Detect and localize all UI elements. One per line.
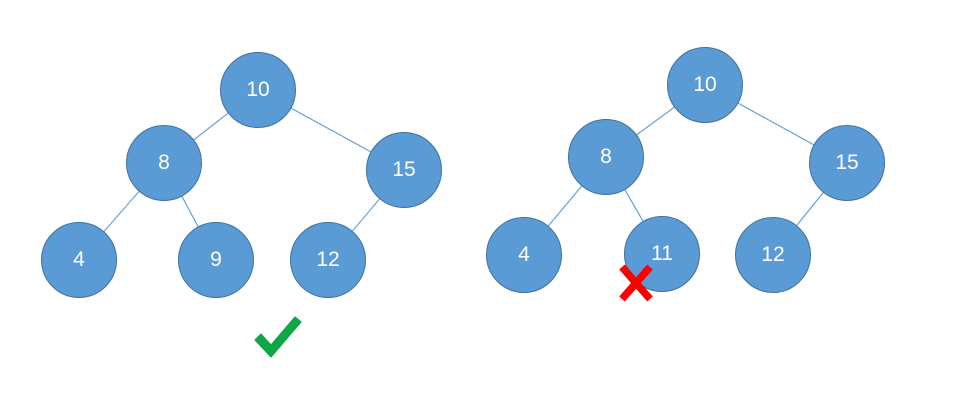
check-icon (254, 316, 302, 358)
tree-node-label: 9 (210, 247, 222, 271)
tree-node-8[interactable]: 8 (568, 119, 644, 195)
tree-node-label: 15 (392, 157, 416, 181)
tree-node-label: 4 (73, 247, 85, 271)
tree-node-15[interactable]: 15 (809, 125, 885, 201)
tree-node-label: 8 (158, 150, 170, 174)
tree-node-10[interactable]: 10 (220, 52, 296, 128)
tree-node-4[interactable]: 4 (41, 222, 117, 298)
tree-node-label: 10 (246, 77, 270, 101)
tree-node-label: 8 (600, 144, 612, 168)
cross-icon (619, 264, 653, 302)
tree-node-12[interactable]: 12 (735, 217, 811, 293)
tree-node-label: 11 (651, 241, 673, 265)
tree-node-label: 4 (518, 242, 530, 266)
tree-node-label: 10 (693, 72, 717, 96)
tree-node-4[interactable]: 4 (486, 217, 562, 293)
tree-node-10[interactable]: 10 (667, 47, 743, 123)
tree-node-9[interactable]: 9 (178, 222, 254, 298)
tree-node-label: 12 (316, 247, 340, 271)
invalid-cross-mark (617, 262, 655, 304)
valid-check-mark (251, 315, 303, 359)
tree-node-12[interactable]: 12 (290, 222, 366, 298)
tree-node-label: 12 (761, 242, 785, 266)
tree-node-label: 15 (835, 150, 859, 174)
tree-node-8[interactable]: 8 (126, 125, 202, 201)
tree-node-15[interactable]: 15 (366, 132, 442, 208)
